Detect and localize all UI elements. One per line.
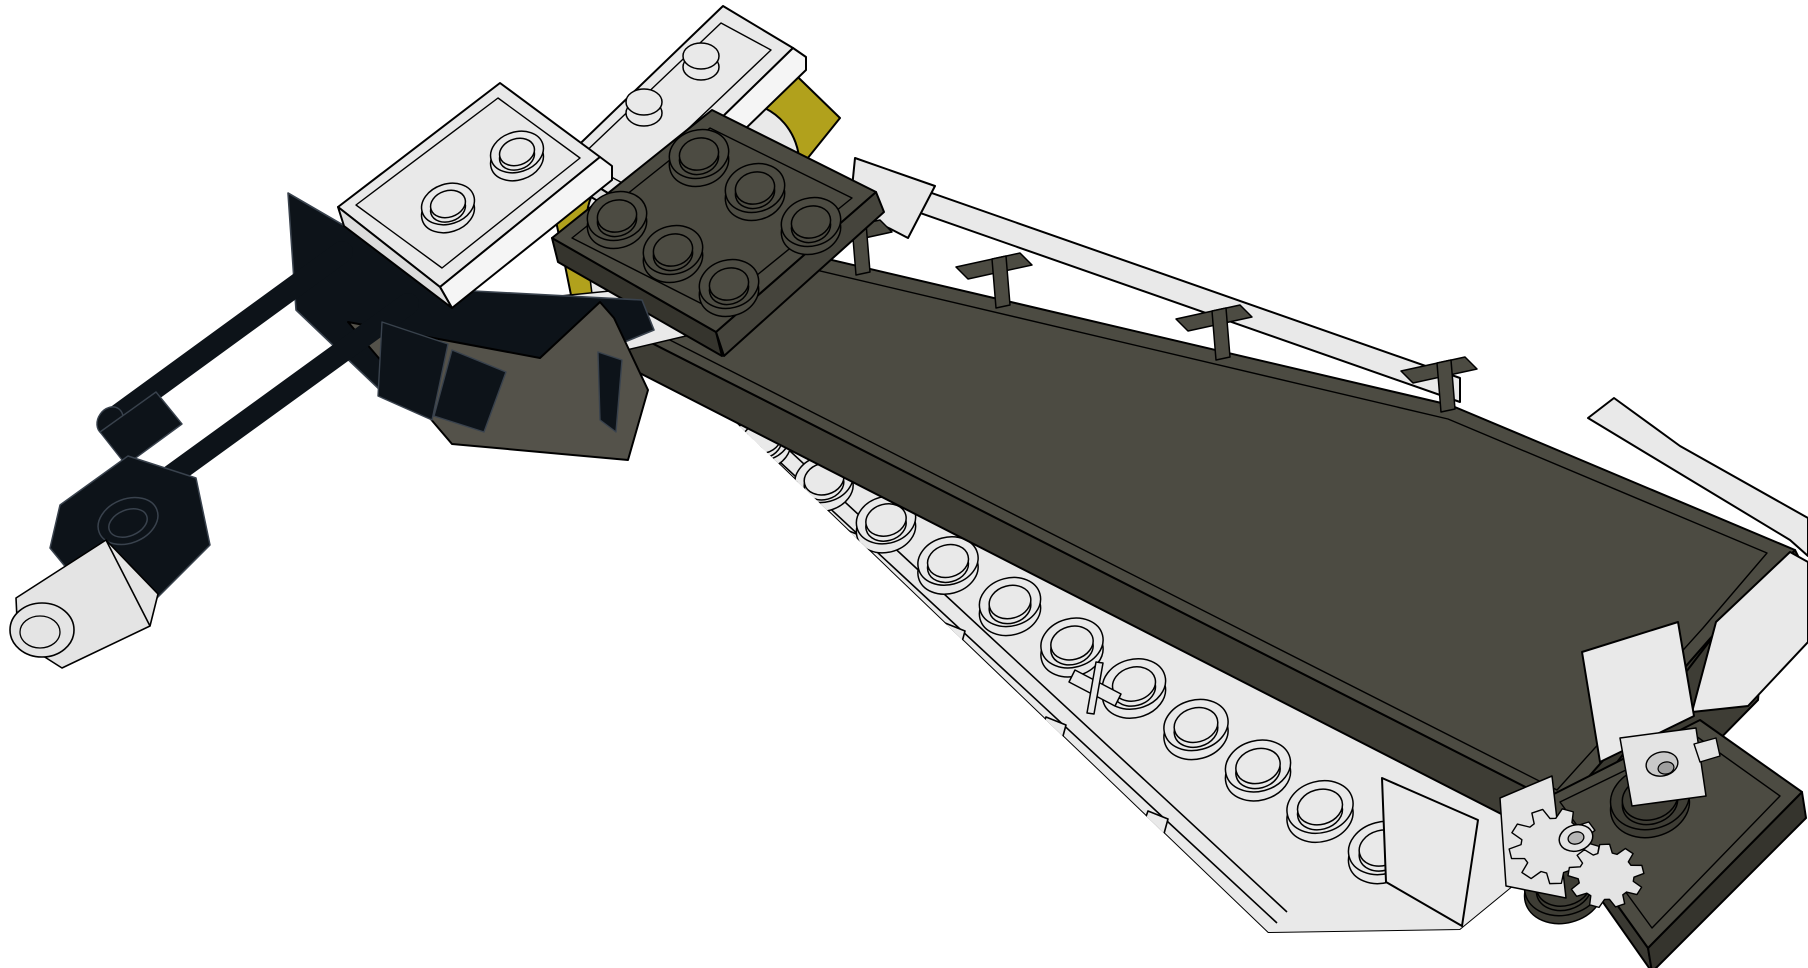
wedge-top-edge-clip-elements <box>815 219 1478 413</box>
bottom-right-gear-assembly <box>1381 551 1808 968</box>
front-gun-assembly <box>9 82 655 669</box>
small-dark-plate <box>551 109 885 357</box>
